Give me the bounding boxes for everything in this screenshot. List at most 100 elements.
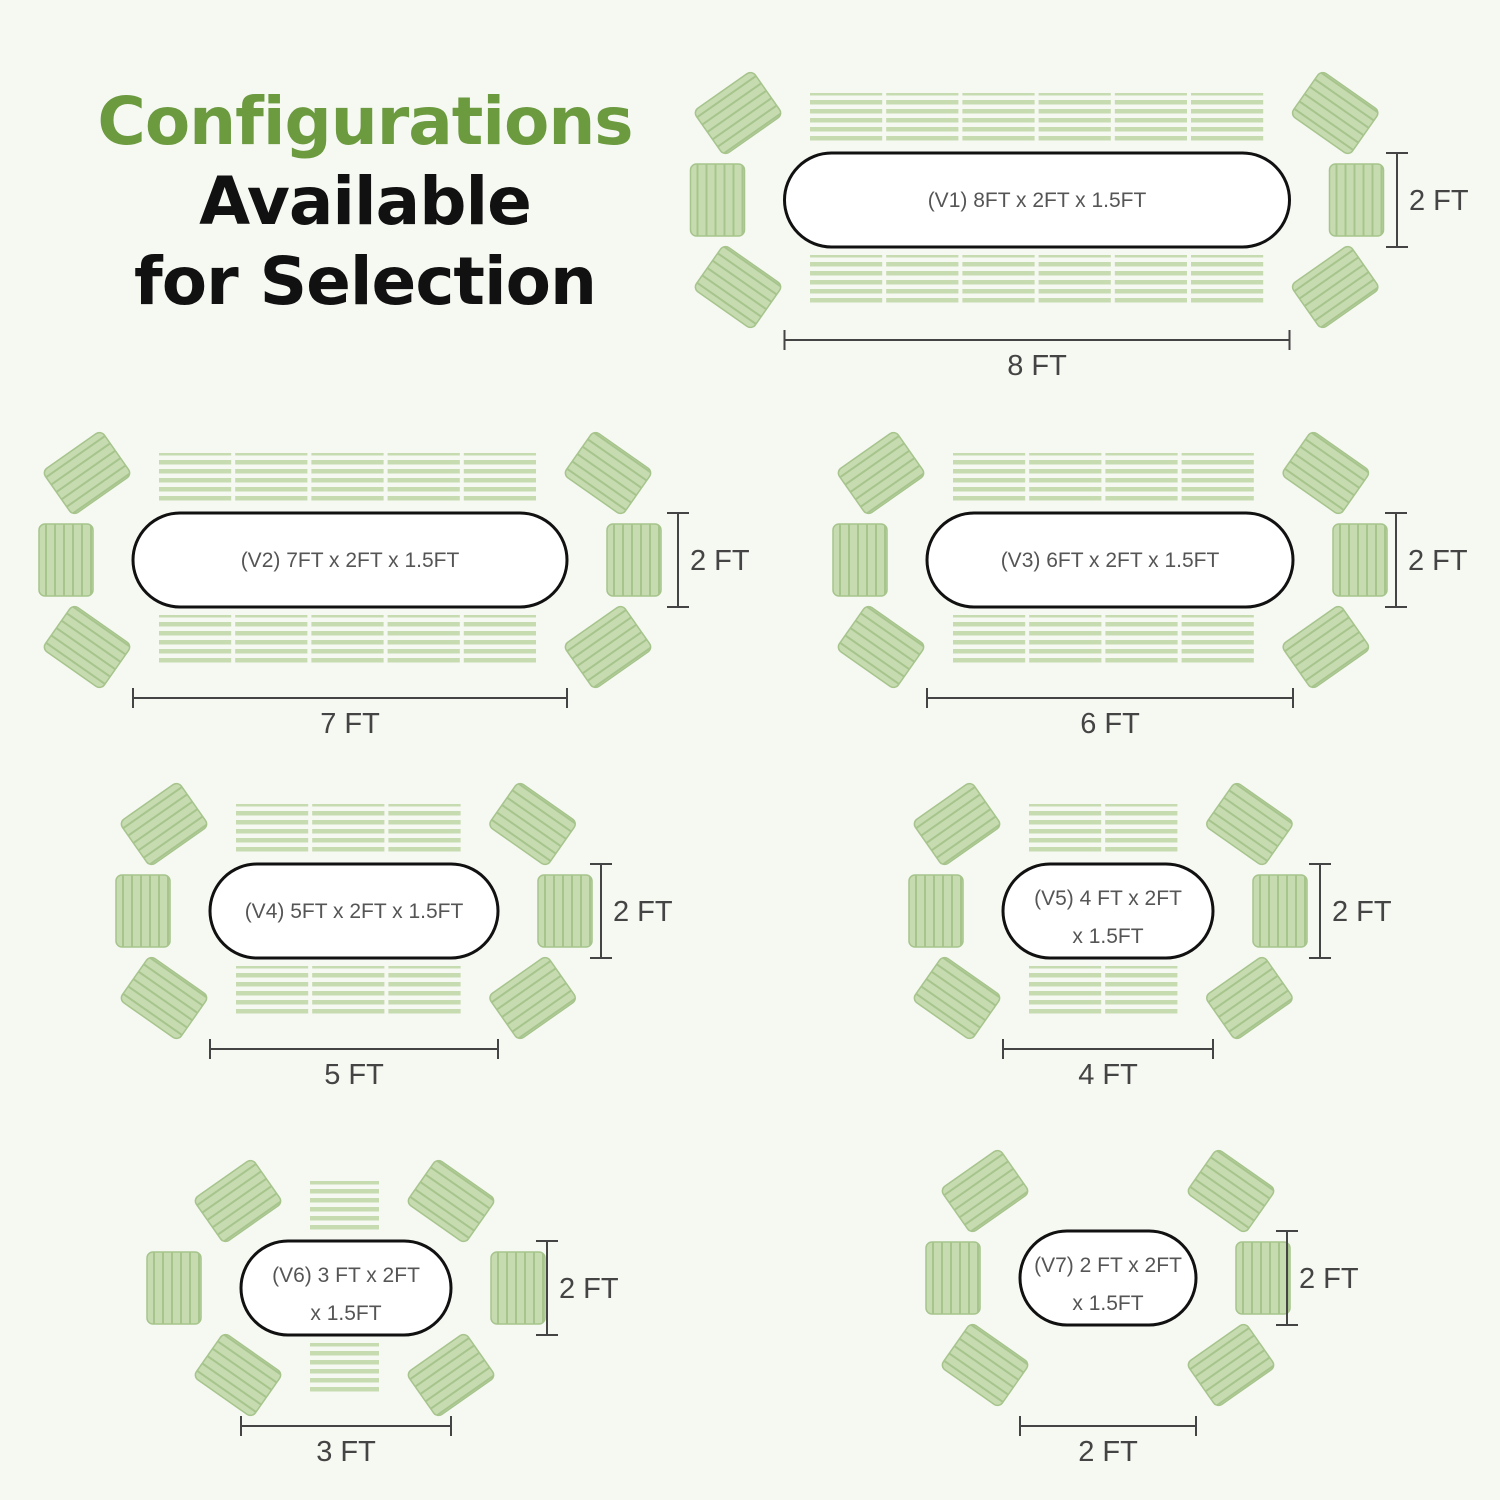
bench-segment [1029,804,1102,856]
chair-seat [120,782,208,866]
chair-cushion [407,1159,495,1243]
bench-segment [886,93,959,145]
chair-cushion [1282,431,1370,515]
heading-line-2: Available [199,163,532,240]
chair-cushion [832,523,888,597]
width-dimension [1385,512,1407,608]
length-dimension [132,688,568,708]
chair-cushion [1206,956,1293,1040]
width-dimension [1386,152,1408,248]
chair-seat [564,431,652,515]
table-label: (V5) 4 FT x 2FT [1034,887,1182,910]
length-label: 5 FT [324,1059,384,1091]
bench-segment [1114,93,1187,145]
chair-cushion [146,1251,202,1325]
chair-cushion [564,431,652,515]
table-top [1018,1229,1198,1327]
length-dimension [1019,1416,1197,1436]
bench-segment [159,453,232,505]
bench-segment [1029,615,1102,667]
chair-seat [489,782,576,866]
bench-segment [236,804,309,856]
chair-cushion [1206,782,1293,866]
bench-segment [159,615,232,667]
length-dimension [926,688,1294,708]
chair-cushion [120,782,208,866]
bench-segment [1114,255,1187,307]
length-label: 6 FT [1080,708,1140,740]
bench-segment [1181,453,1254,505]
chair-seat [1282,431,1370,515]
chair-cushion [564,605,652,689]
chair-cushion [1187,1323,1275,1407]
length-dimension [240,1416,452,1436]
chair-seat [1328,163,1385,237]
length-dimension [1002,1039,1214,1059]
bench-segment [387,615,460,667]
chair-cushion [1235,1241,1291,1315]
bench-segment [311,453,384,505]
chair-cushion [941,1149,1029,1233]
chair-cushion [694,71,782,155]
chair-cushion [489,956,576,1040]
chair-seat [564,605,652,689]
chair-cushion [689,163,746,237]
chair-seat [832,523,888,597]
length-label: 3 FT [316,1436,376,1468]
table-label: x 1.5FT [1072,925,1143,948]
chair-seat [194,1333,282,1417]
chair-seat [941,1149,1029,1233]
bench-segment [235,615,308,667]
bench-segment [311,615,384,667]
chair-seat [1206,782,1293,866]
heading-line-1: Configurations [97,83,633,160]
bench-segment [810,255,883,307]
bench-segment [236,966,309,1018]
table-top [131,511,569,609]
bench-segment [1181,615,1254,667]
chair-seat [407,1159,495,1243]
bench-segment [953,453,1026,505]
chair-cushion [194,1159,282,1243]
chair-cushion [407,1333,495,1417]
bench-segment [953,615,1026,667]
chair-seat [1282,605,1370,689]
bench-segment [1191,255,1264,307]
table-label: (V2) 7FT x 2FT x 1.5FT [241,549,460,572]
chair-seat [694,245,782,329]
table-top [239,1239,453,1337]
bench-segment [1105,966,1178,1018]
bench-segment [388,804,461,856]
chair-seat [537,874,593,948]
chair-cushion [38,523,94,597]
width-dimension [590,863,612,959]
bench-segment [312,966,385,1018]
chair-seat [1332,523,1388,597]
chair-cushion [1328,163,1385,237]
chair-seat [490,1251,546,1325]
table-label: (V6) 3 FT x 2FT [272,1264,420,1287]
width-label: 2 FT [1408,545,1468,577]
chair-cushion [925,1241,981,1315]
bench-segment [886,255,959,307]
chair-cushion [913,782,1001,866]
chair-cushion [490,1251,546,1325]
chair-seat [38,523,94,597]
chair-seat [43,605,131,689]
chair-seat [941,1323,1029,1407]
chair-cushion [837,431,925,515]
width-label: 2 FT [1332,896,1392,928]
chair-seat [606,523,662,597]
chair-cushion [537,874,593,948]
chair-seat [913,782,1001,866]
chair-seat [1187,1323,1275,1407]
table-top [1001,862,1215,960]
chair-cushion [837,605,925,689]
length-dimension [783,330,1291,350]
bench-segment [387,453,460,505]
width-label: 2 FT [559,1273,619,1305]
length-label: 7 FT [320,708,380,740]
